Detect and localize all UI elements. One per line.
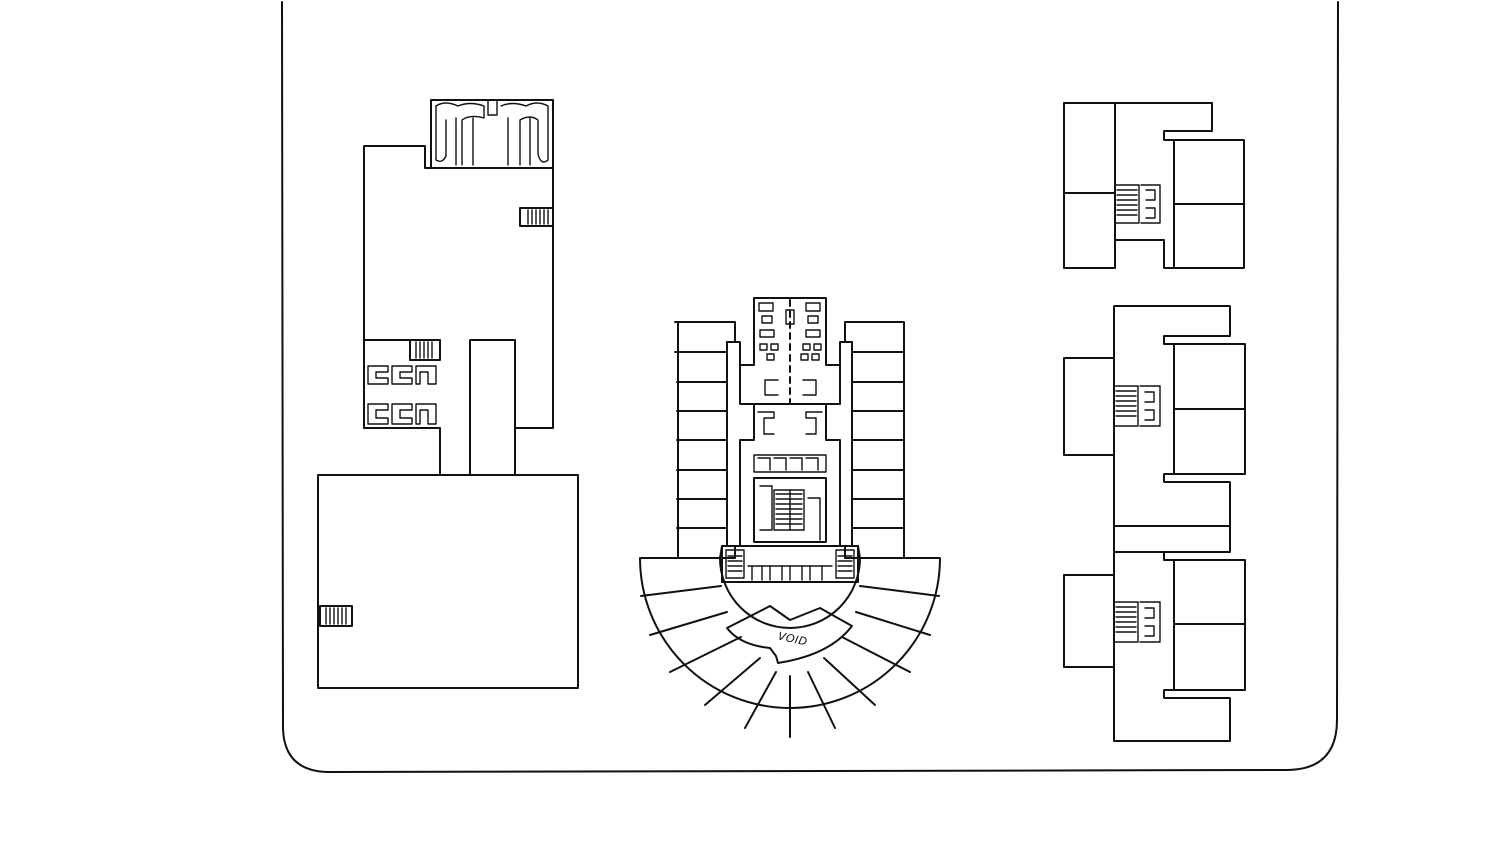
central-arc-wing [639,545,941,738]
void-outline [726,605,853,664]
left-building-lower-block [317,474,579,689]
left-building-roof-terrace [430,99,554,169]
right-bottom-stair [1113,601,1161,643]
central-core [726,297,853,547]
right-building-top [1063,102,1245,269]
central-building: VOID [639,297,941,738]
void-label: VOID [777,630,809,649]
left-building-upper-wing [363,145,554,476]
central-left-wing [674,321,736,559]
left-building-core [363,339,441,425]
right-mid-stair [1113,385,1161,427]
left-building [317,99,579,689]
left-building-stair-1 [519,207,554,227]
left-building-stair-2 [319,605,353,627]
central-base [721,545,859,583]
right-building-bottom [1063,305,1246,742]
site-boundary [281,1,1339,773]
central-void: VOID [726,605,853,664]
left-building-connector [469,427,516,476]
right-top-stair [1114,184,1161,224]
central-right-wing [844,321,905,559]
